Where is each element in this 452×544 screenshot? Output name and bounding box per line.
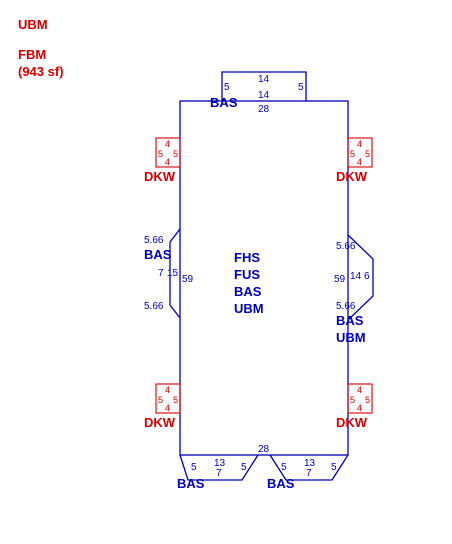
bottom-right-bay-top-dim: 13	[304, 458, 316, 469]
dkw-box-upper-left-left: 5	[158, 149, 163, 159]
center-label-ubm: UBM	[234, 301, 264, 316]
dkw-box-upper-left-right: 5	[173, 149, 178, 159]
left-bay-outline	[169, 228, 181, 319]
header-line-3: (943 sf)	[18, 64, 64, 79]
dkw-box-upper-right: 4 5 5 4 DKW	[336, 137, 373, 184]
left-bay-depth-dim: 7	[158, 268, 164, 279]
center-label-fhs: FHS	[234, 250, 260, 265]
center-label-bas: BAS	[234, 284, 262, 299]
top-bump-width-top: 14	[258, 74, 270, 85]
dkw-box-upper-left-top: 4	[165, 139, 170, 149]
dkw-box-upper-left-bottom: 4	[165, 157, 170, 167]
right-bay-label-bas: BAS	[336, 313, 364, 328]
bottom-right-bay-bottom-dim: 7	[306, 468, 312, 479]
right-bay-outline	[347, 234, 374, 321]
right-bay-top-dim: 5.66	[336, 241, 356, 252]
bottom-left-bay-right-dim: 5	[241, 462, 247, 473]
top-bump-outline	[221, 71, 307, 101]
dkw-box-lower-right-bottom: 4	[357, 403, 362, 413]
dkw-box-lower-left-right: 5	[173, 395, 178, 405]
bottom-left-bay-left-dim: 5	[191, 462, 197, 473]
center-label-fus: FUS	[234, 267, 260, 282]
dkw-box-upper-left-label: DKW	[144, 169, 176, 184]
main-area-outline	[179, 100, 349, 456]
right-bay-label-ubm: UBM	[336, 330, 366, 345]
top-bump-right-dim: 5	[298, 82, 304, 93]
top-bump-left-dim: 5	[224, 82, 230, 93]
right-bay-depth-dim: 6	[364, 271, 370, 282]
main-bottom-dim: 28	[258, 444, 270, 455]
dkw-box-upper-right-right: 5	[365, 149, 370, 159]
bottom-left-bay-top-dim: 13	[214, 458, 226, 469]
left-bay-inner-dim: 15	[167, 268, 179, 279]
dkw-box-upper-left: 4 5 5 4 DKW	[144, 137, 181, 184]
main-top-dim: 28	[258, 104, 270, 115]
left-bay-label: BAS	[144, 247, 172, 262]
top-bump-label: BAS	[210, 95, 238, 110]
right-bay-inner-dim: 14	[350, 271, 362, 282]
left-bay-top-dim: 5.66	[144, 235, 164, 246]
dkw-box-lower-right-top: 4	[357, 385, 362, 395]
dkw-box-upper-right-bottom: 4	[357, 157, 362, 167]
dkw-box-lower-left-left: 5	[158, 395, 163, 405]
bottom-right-bay-label: BAS	[267, 476, 295, 491]
bottom-left-bay-bottom-dim: 7	[216, 468, 222, 479]
header-line-2: FBM	[18, 47, 46, 62]
top-bump-width-bottom: 14	[258, 90, 270, 101]
dkw-box-upper-right-left: 5	[350, 149, 355, 159]
dkw-box-lower-left-top: 4	[165, 385, 170, 395]
dkw-box-lower-left-bottom: 4	[165, 403, 170, 413]
dkw-box-lower-left-label: DKW	[144, 415, 176, 430]
bottom-right-bay-right-dim: 5	[331, 462, 337, 473]
left-bay-bottom-dim: 5.66	[144, 301, 164, 312]
dkw-box-upper-right-label: DKW	[336, 169, 368, 184]
dkw-box-lower-right: 4 5 5 4 DKW	[336, 383, 373, 430]
bottom-right-bay-left-dim: 5	[281, 462, 287, 473]
dkw-box-lower-right-left: 5	[350, 395, 355, 405]
header-line-1: UBM	[18, 17, 48, 32]
right-bay-bottom-dim: 5.66	[336, 301, 356, 312]
main-right-dim: 59	[334, 274, 346, 285]
bottom-left-bay-label: BAS	[177, 476, 205, 491]
bottom-right-bay-outline	[269, 454, 349, 481]
bottom-left-bay-outline	[179, 454, 259, 481]
dkw-box-lower-left: 4 5 5 4 DKW	[144, 383, 181, 430]
dkw-box-upper-right-top: 4	[357, 139, 362, 149]
dkw-box-lower-right-label: DKW	[336, 415, 368, 430]
main-left-dim: 59	[182, 274, 194, 285]
dkw-box-lower-right-right: 5	[365, 395, 370, 405]
